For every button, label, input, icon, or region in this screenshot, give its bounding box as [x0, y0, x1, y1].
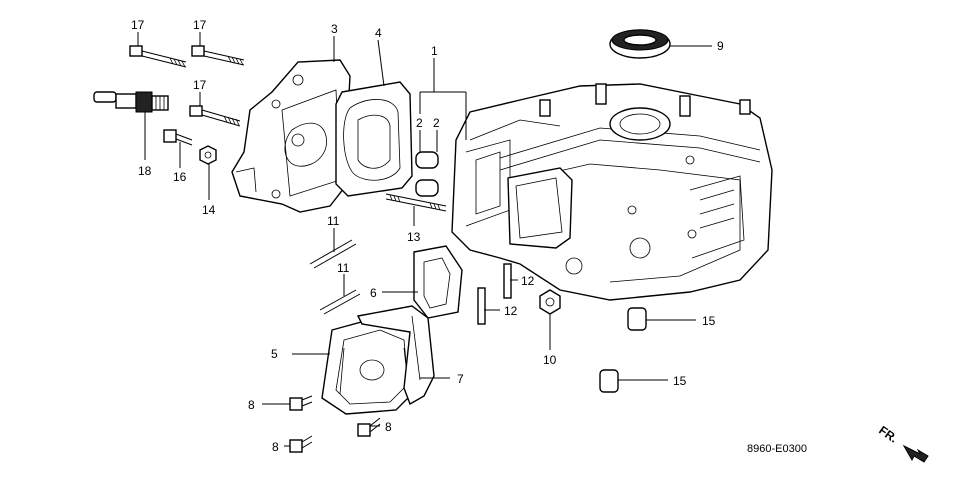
stud-12-upper [503, 263, 512, 299]
drawing-code: 8960-E0300 [747, 443, 807, 455]
bolt-8-c [289, 435, 313, 453]
oil-seal-9 [609, 29, 671, 59]
callout-3: 3 [331, 22, 338, 36]
callout-17-upper-left: 17 [131, 18, 145, 32]
callout-12-lower: 12 [504, 304, 518, 318]
callout-17-middle: 17 [193, 78, 207, 92]
callout-17-upper-right: 17 [193, 18, 207, 32]
callout-4: 4 [375, 26, 382, 40]
stud-11-upper [309, 239, 357, 269]
callout-8-upper: 8 [248, 398, 255, 412]
dowel-pins-2 [415, 151, 439, 197]
cover-5 [321, 317, 419, 415]
callout-1: 1 [431, 44, 438, 58]
callout-6: 6 [370, 286, 377, 300]
head-cover-3 [231, 59, 351, 213]
callout-2-right: 2 [433, 116, 440, 130]
callout-2-left: 2 [416, 116, 423, 130]
bolt-17-upper-right [191, 45, 245, 66]
callout-10: 10 [543, 353, 557, 367]
gasket-6 [413, 245, 463, 319]
bolt-17-upper-left [129, 45, 187, 68]
bolt-17-middle [189, 105, 241, 127]
callout-11-upper: 11 [327, 214, 340, 228]
nut-14 [199, 145, 217, 165]
dowel-15-lower [599, 369, 619, 393]
callout-15-lower: 15 [673, 374, 687, 388]
bolt-8-a [289, 395, 313, 411]
front-direction-arrow: FR. [876, 423, 929, 463]
stud-11-lower [319, 289, 361, 315]
gasket-7 [356, 305, 435, 406]
callout-16: 16 [173, 170, 187, 184]
callout-7: 7 [457, 372, 464, 386]
callout-13: 13 [407, 230, 421, 244]
callout-5: 5 [271, 347, 278, 361]
dowel-15-upper [627, 307, 647, 331]
gasket-4 [335, 81, 413, 197]
front-arrow-icon [902, 444, 929, 463]
stud-12-lower [477, 287, 486, 325]
callout-9: 9 [717, 39, 724, 53]
callout-8-lower: 8 [272, 440, 279, 454]
bolt-16 [163, 129, 193, 146]
spark-plug-18 [93, 91, 169, 113]
nut-10 [539, 289, 561, 315]
stud-13 [385, 193, 447, 212]
callout-15-upper: 15 [702, 314, 716, 328]
leader-lines [137, 32, 712, 447]
bolt-8-b [357, 417, 381, 437]
callout-8-middle: 8 [385, 420, 392, 434]
front-label: FR. [876, 423, 900, 446]
cylinder-block [451, 83, 773, 301]
callout-12-upper: 12 [521, 274, 535, 288]
callout-11-lower: 11 [337, 261, 350, 275]
callout-18: 18 [138, 164, 152, 178]
callout-14: 14 [202, 203, 216, 217]
